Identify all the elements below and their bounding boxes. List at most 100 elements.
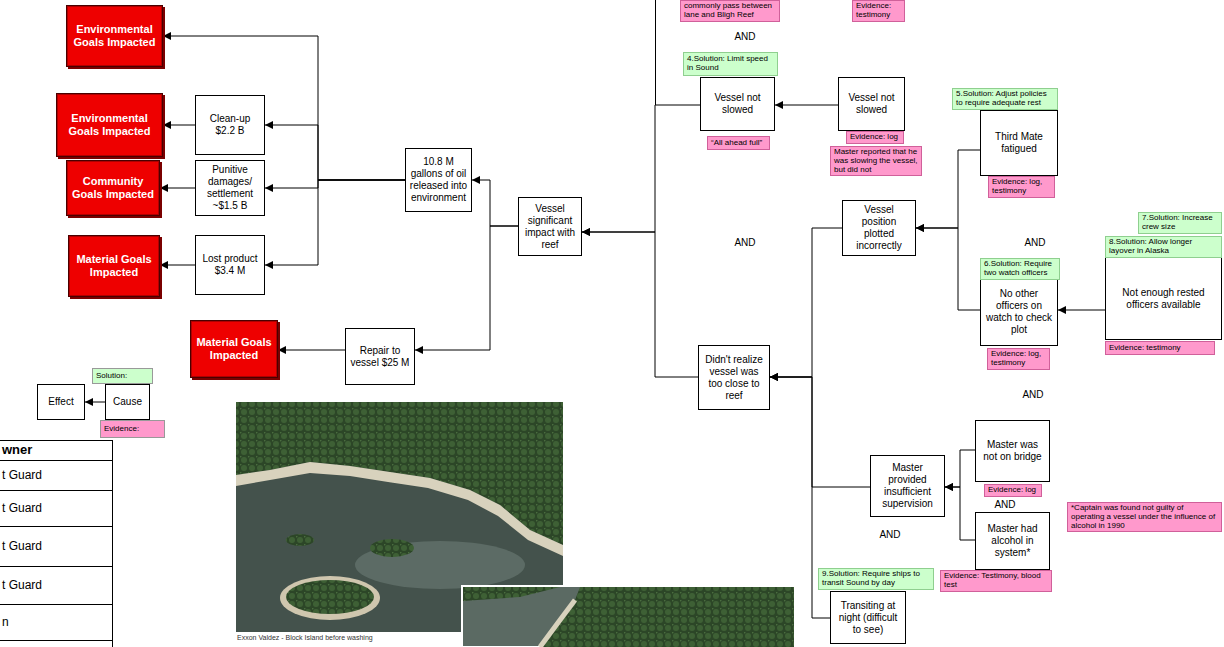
goal-impact-box: Environmental Goals Impacted <box>66 5 163 67</box>
evidence-box: Evidence: log <box>846 131 904 144</box>
legend-text: Evidence: <box>104 425 139 434</box>
owner-table <box>0 440 113 647</box>
evidence-box: Master reported that he was slowing the … <box>830 146 922 176</box>
legend-box: Cause <box>105 384 150 420</box>
node-text: Lost product $3.4 M <box>199 253 261 277</box>
photo-forest <box>463 587 560 601</box>
node-text: Vessel not slowed <box>704 92 771 116</box>
table-rule <box>0 440 112 441</box>
cause-box: Master was not on bridge <box>975 420 1050 482</box>
photo-island <box>286 580 374 614</box>
goal-impact-box: Material Goals Impacted <box>68 235 160 297</box>
cause-box: Vessel not slowed <box>700 77 775 131</box>
photo-water <box>462 586 795 647</box>
node-text: Material Goals Impacted <box>195 336 273 362</box>
cause-box: Clean-up $2.2 B <box>195 95 265 155</box>
cause-effect-arrow <box>945 450 975 487</box>
photo-after-washing <box>462 586 795 647</box>
legend-swatch: Evidence: <box>100 420 165 438</box>
cause-effect-arrow <box>916 150 980 228</box>
node-text: Evidence: log <box>850 133 898 142</box>
photo-islet <box>370 539 414 557</box>
table-rule <box>112 440 113 647</box>
evidence-box: Evidence: log <box>984 484 1042 497</box>
evidence-box: Evidence: testimony <box>1105 341 1215 355</box>
node-text: Evidence: testimony <box>856 2 901 20</box>
goal-impact-box: Environmental Goals Impacted <box>56 93 163 157</box>
evidence-box: Evidence: testimony <box>852 0 905 22</box>
and-label: AND <box>730 236 760 250</box>
node-text: 6.Solution: Require two watch officers <box>984 260 1056 278</box>
photo-beach <box>236 462 563 556</box>
solution-box: 4.Solution: Limit speed in Sound <box>683 52 778 76</box>
node-text: Master reported that he was slowing the … <box>834 148 918 174</box>
cause-effect-arrow <box>1058 310 1105 311</box>
node-text: Third Mate fatigued <box>984 131 1054 155</box>
cause-box: Vessel significant impact with reef <box>518 197 582 256</box>
node-text: Master was not on bridge <box>979 439 1046 463</box>
cause-effect-arrow <box>582 105 700 232</box>
cause-box: 10.8 M gallons of oil released into envi… <box>405 148 472 212</box>
table-rule <box>0 604 112 605</box>
cause-effect-arrow <box>472 180 518 226</box>
photo-beach <box>540 600 575 647</box>
photo-island-shore <box>280 576 380 620</box>
table-rule <box>0 566 112 567</box>
node-text: commonly pass between lane and Bligh Ree… <box>684 2 776 20</box>
node-text: Master provided insufficient supervision <box>874 462 941 510</box>
photo-islet <box>286 534 314 546</box>
solution-box: 7.Solution: Increase crew size <box>1138 212 1222 234</box>
table-rule <box>0 640 112 641</box>
node-text: Evidence: log, testimony <box>991 350 1046 368</box>
table-cell: t Guard <box>2 467 102 483</box>
node-text: Vessel position plotted incorrectly <box>846 204 912 252</box>
solution-box: 6.Solution: Require two watch officers <box>980 258 1060 280</box>
legend-text: Solution: <box>96 372 127 381</box>
node-text: Transiting at night (difficult to see) <box>834 600 902 636</box>
table-rule <box>0 490 112 491</box>
node-text: Evidence: testimony <box>1109 344 1181 353</box>
photo-caption: Exxon Valdez - Block Island before washi… <box>237 633 437 643</box>
node-text: Repair to vessel $25 M <box>349 345 411 369</box>
node-text: Vessel not slowed <box>842 92 901 116</box>
node-text: Environmental Goals Impacted <box>71 23 158 49</box>
and-label: AND <box>1020 236 1050 250</box>
node-text: Cause <box>113 396 142 408</box>
table-cell: t Guard <box>2 577 102 593</box>
solution-box: 9.Solution: Require ships to transit Sou… <box>818 568 934 590</box>
node-text: Material Goals Impacted <box>73 253 155 279</box>
node-text: Community Goals Impacted <box>71 175 155 201</box>
node-text: Punitive damages/ settlement ~$1.5 B <box>199 164 261 212</box>
solution-box: 8.Solution: Allow longer layover in Alas… <box>1105 236 1222 258</box>
cause-box: Not enough rested officers available <box>1105 257 1222 340</box>
cause-effect-arrow <box>945 487 975 540</box>
cause-effect-arrow <box>265 180 405 188</box>
cause-box: Vessel position plotted incorrectly <box>842 200 916 256</box>
cause-effect-arrow <box>278 350 345 351</box>
node-text: No other officers on watch to check plot <box>984 288 1054 336</box>
cause-effect-arrow <box>770 228 842 377</box>
node-text: 4.Solution: Limit speed in Sound <box>687 55 774 73</box>
node-text: Vessel significant impact with reef <box>522 203 578 251</box>
table-cell: n <box>2 614 102 630</box>
and-label: AND <box>990 498 1020 511</box>
and-label: AND <box>1018 388 1048 402</box>
node-text: 8.Solution: Allow longer layover in Alas… <box>1109 238 1218 256</box>
solution-box: 5.Solution: Adjust policies to require a… <box>952 88 1058 110</box>
cause-effect-arrow <box>265 180 405 265</box>
node-text: Effect <box>48 396 73 408</box>
evidence-box: Evidence: Testimony, blood test <box>940 570 1052 592</box>
node-text: Clean-up $2.2 B <box>199 113 261 137</box>
cause-bus-line <box>655 0 656 105</box>
table-cell: t Guard <box>2 538 102 554</box>
connector-group <box>85 36 1105 618</box>
and-label: AND <box>730 30 760 44</box>
goal-impact-box: Community Goals Impacted <box>66 160 160 216</box>
cause-box: Master provided insufficient supervision <box>870 455 945 517</box>
node-text: Master had alcohol in system* <box>979 523 1046 559</box>
and-label: AND <box>875 528 905 542</box>
cause-effect-arrow <box>163 125 195 126</box>
cause-box: Lost product $3.4 M <box>195 235 265 295</box>
table-rule <box>0 460 112 461</box>
